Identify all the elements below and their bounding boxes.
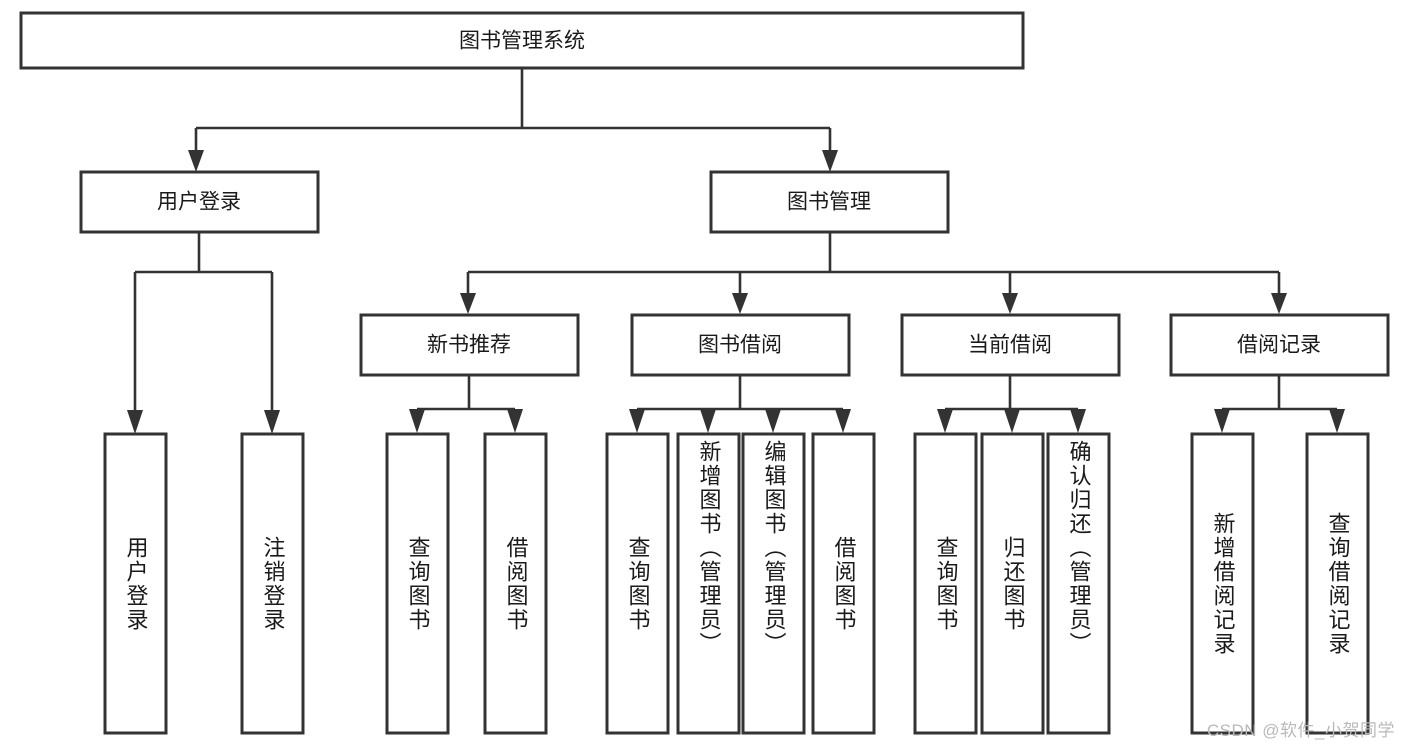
arrowhead-leaf-query-book-2: [629, 409, 645, 433]
node-layer: 图书管理系统 用户登录 图书管理 新书推荐 图书借阅 当前借阅 借阅记录: [19, 11, 1390, 735]
node-box-new-book-recommend[interactable]: [359, 313, 580, 377]
arrowhead-leaf-user-login: [127, 410, 143, 434]
arrowhead-current-borrow: [1002, 293, 1018, 314]
node-box-book-manage[interactable]: [709, 170, 950, 234]
node-label-current-borrow: 当前借阅: [968, 334, 1052, 357]
node-box-leaf-add-record[interactable]: [1190, 432, 1255, 735]
arrowhead-leaf-query-book-1: [409, 409, 425, 433]
node-box-leaf-edit-book[interactable]: [741, 432, 806, 735]
arrowhead-borrow-record: [1271, 293, 1287, 314]
node-box-leaf-user-login[interactable]: [103, 432, 168, 735]
node-box-leaf-user-logout[interactable]: [240, 432, 305, 735]
arrowhead-leaf-add-book: [700, 409, 716, 433]
arrowhead-new-book-recommend: [460, 293, 476, 314]
node-label-book-borrow: 图书借阅: [698, 334, 782, 357]
arrowhead-leaf-user-logout: [264, 410, 280, 434]
node-label-user-login: 用户登录: [157, 191, 241, 214]
node-box-current-borrow[interactable]: [900, 313, 1121, 377]
node-box-leaf-confirm-return[interactable]: [1046, 432, 1111, 735]
node-box-leaf-borrow-book-2[interactable]: [811, 432, 876, 735]
arrowhead-leaf-confirm-return: [1070, 409, 1086, 433]
arrowhead-leaf-borrow-book-2: [835, 409, 851, 433]
node-box-leaf-query-record[interactable]: [1305, 432, 1370, 735]
arrowhead-leaf-query-book-3: [937, 409, 953, 433]
node-label-new-book-recommend: 新书推荐: [427, 334, 511, 357]
node-box-book-borrow[interactable]: [630, 313, 851, 377]
arrowhead-book-manage: [822, 150, 838, 172]
node-label-root: 图书管理系统: [459, 30, 585, 53]
node-box-user-login[interactable]: [79, 170, 320, 234]
node-box-borrow-record[interactable]: [1169, 313, 1390, 377]
arrowhead-book-borrow: [732, 293, 748, 314]
node-box-leaf-query-book-3[interactable]: [913, 432, 978, 735]
node-label-borrow-record: 借阅记录: [1237, 334, 1321, 357]
arrowhead-user-login: [188, 150, 204, 172]
node-box-leaf-query-book-1[interactable]: [385, 432, 450, 735]
node-box-leaf-return-book[interactable]: [980, 432, 1045, 735]
arrowhead-leaf-query-record: [1329, 409, 1345, 433]
node-box-leaf-borrow-book-1[interactable]: [483, 432, 548, 735]
node-box-leaf-query-book-2[interactable]: [605, 432, 670, 735]
connector-layer: [127, 69, 1345, 434]
arrowhead-leaf-return-book: [1004, 409, 1020, 433]
node-box-leaf-add-book[interactable]: [676, 432, 741, 735]
arrowhead-leaf-add-record: [1214, 409, 1230, 433]
arrowhead-leaf-borrow-book-1: [507, 409, 523, 433]
csdn-watermark: CSDN @软件_小贺同学: [1206, 721, 1395, 740]
node-box-root[interactable]: [19, 11, 1025, 70]
node-label-book-manage: 图书管理: [787, 191, 871, 214]
arrowhead-leaf-edit-book: [765, 409, 781, 433]
